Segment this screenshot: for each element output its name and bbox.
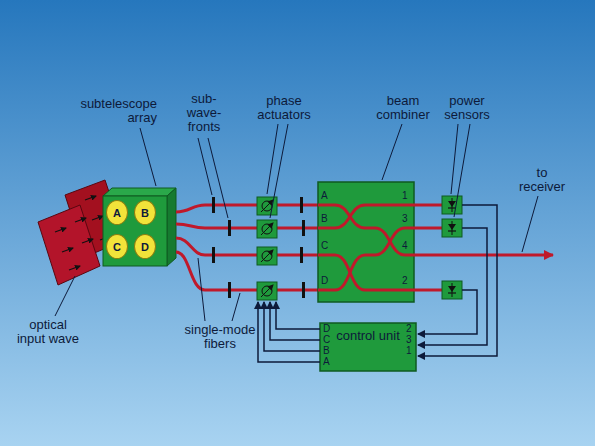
port-label: B bbox=[321, 213, 328, 224]
circle-letter: C bbox=[113, 241, 121, 253]
callout-label: beam combiner bbox=[365, 94, 441, 122]
diode-symbol bbox=[452, 221, 453, 235]
subaperture-circle: D bbox=[134, 234, 156, 259]
port-label: 3 bbox=[406, 334, 412, 345]
subaperture-circle: A bbox=[106, 200, 128, 225]
port-label: C bbox=[323, 334, 330, 345]
port-label: 1 bbox=[406, 345, 412, 356]
circle-letter: A bbox=[113, 207, 121, 219]
feedback-wires bbox=[258, 205, 497, 362]
unit-title: control unit bbox=[330, 329, 406, 343]
port-label: 3 bbox=[402, 213, 408, 224]
circle-letter: D bbox=[141, 241, 149, 253]
callout-label: phase actuators bbox=[248, 94, 320, 122]
port-label: A bbox=[323, 356, 330, 367]
control-unit: control unitDCBA 231 bbox=[320, 323, 416, 371]
phase-actuator bbox=[257, 220, 277, 238]
port-label: 4 bbox=[402, 240, 408, 251]
port-label: D bbox=[321, 275, 328, 286]
phase-symbol bbox=[261, 285, 273, 297]
phase-symbol bbox=[262, 286, 272, 296]
port-label: 2 bbox=[406, 323, 412, 334]
phase-actuator bbox=[257, 247, 277, 265]
phase-actuators bbox=[257, 197, 277, 300]
power-sensors bbox=[442, 196, 462, 299]
beam-combiner: A B C D 1 3 4 2 bbox=[318, 182, 414, 302]
power-sensor bbox=[442, 219, 462, 237]
fibers bbox=[176, 205, 318, 290]
phase-actuator bbox=[257, 282, 277, 300]
port-label: C bbox=[321, 240, 328, 251]
phase-symbol bbox=[262, 201, 272, 211]
callout-label: subtelescope array bbox=[62, 97, 157, 125]
callout-label: single-mode fibers bbox=[170, 323, 270, 351]
subtelescope-block bbox=[103, 188, 176, 266]
callout-label: optical input wave bbox=[16, 318, 80, 346]
phase-symbol bbox=[261, 223, 273, 235]
phase-symbol bbox=[261, 250, 273, 262]
leader-lines bbox=[55, 124, 538, 321]
subaperture-circle: C bbox=[106, 234, 128, 259]
phase-symbol bbox=[262, 224, 272, 234]
diode-symbol bbox=[452, 283, 453, 297]
power-sensor bbox=[442, 196, 462, 214]
port-label: B bbox=[323, 345, 330, 356]
callout-label: to receiver bbox=[512, 166, 572, 194]
circle-letter: B bbox=[141, 207, 149, 219]
power-sensor bbox=[442, 281, 462, 299]
control-body bbox=[320, 323, 416, 371]
callout-label: sub- wave- fronts bbox=[184, 92, 224, 134]
combiner-paths bbox=[318, 205, 414, 290]
diode-symbol bbox=[452, 198, 453, 212]
port-label: D bbox=[323, 323, 330, 334]
port-label: A bbox=[321, 190, 328, 201]
port-label: 1 bbox=[402, 190, 408, 201]
phase-symbol bbox=[262, 251, 272, 261]
subaperture-circle: B bbox=[134, 200, 156, 225]
callout-label: power sensors bbox=[436, 94, 498, 122]
combiner-body bbox=[318, 182, 414, 302]
port-label: 2 bbox=[402, 275, 408, 286]
